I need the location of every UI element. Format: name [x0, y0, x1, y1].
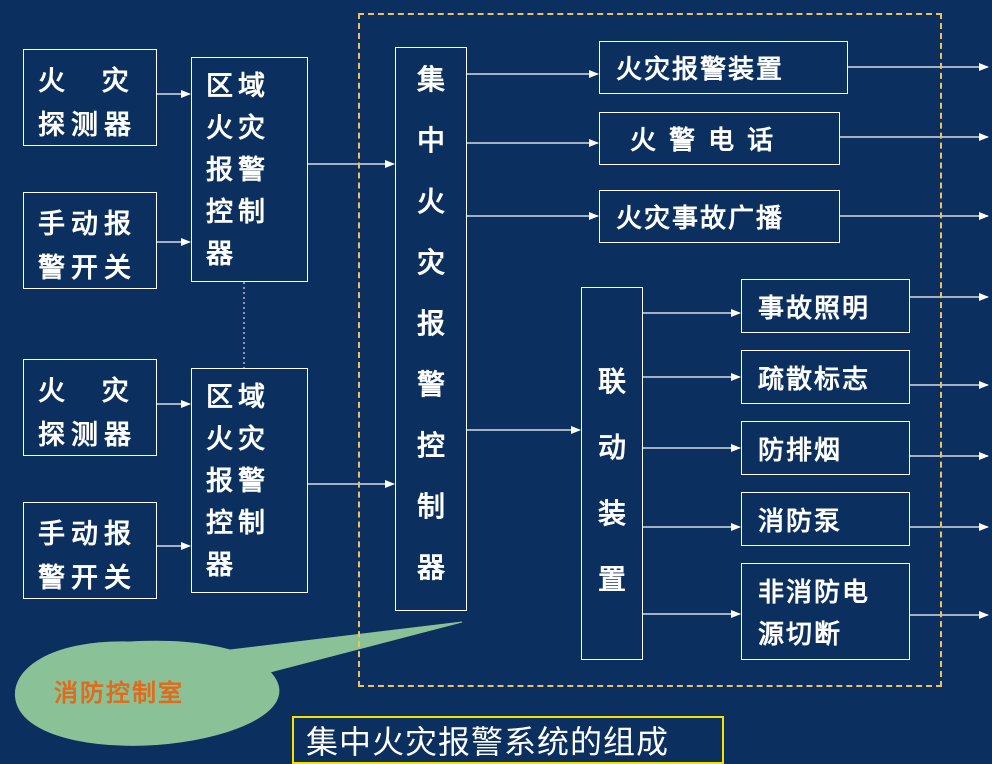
- input-line2: 警开关: [38, 563, 137, 594]
- region-line: 火灾: [206, 113, 270, 144]
- linkage-output-label: 非消防电: [758, 578, 871, 608]
- linkage-output-smoke-control: 防排烟: [741, 421, 910, 475]
- input-line1: 手动报: [38, 519, 137, 550]
- input-box-manual-switch-1: 手动报 警开关: [23, 192, 157, 289]
- region-line: 报警: [206, 466, 270, 497]
- region-line: 器: [206, 239, 238, 270]
- output-fire-phone: 火 警 电 话: [599, 112, 840, 165]
- output-fire-alarm-device: 火灾报警装置: [599, 41, 848, 94]
- linkage-output-label: 源切断: [758, 620, 843, 650]
- input-box-fire-detector-2: 火 灾 探测器: [23, 359, 157, 456]
- linkage-char: 装: [597, 497, 626, 530]
- callout-bubble: [14, 621, 463, 746]
- region-line: 器: [206, 550, 238, 581]
- output-label: 火 警 电 话: [630, 126, 776, 156]
- linkage-output-label: 防排烟: [758, 435, 843, 466]
- region-controller-1: 区域 火灾 报警 控制 器: [191, 57, 308, 282]
- region-line: 控制: [206, 197, 270, 228]
- diagram-title: 集中火灾报警系统的组成: [292, 716, 724, 764]
- region-line: 火灾: [206, 424, 270, 455]
- input-line2: 警开关: [38, 253, 137, 284]
- central-char: 器: [416, 551, 445, 584]
- linkage-output-emergency-lighting: 事故照明: [741, 279, 910, 333]
- central-char: 报: [416, 307, 445, 340]
- central-char: 制: [416, 490, 445, 523]
- input-line1: 火 灾: [38, 66, 135, 97]
- linkage-char: 置: [597, 563, 626, 596]
- linkage-output-evacuation-signs: 疏散标志: [741, 350, 910, 404]
- central-char: 警: [416, 368, 445, 401]
- input-box-fire-detector-1: 火 灾 探测器: [23, 49, 157, 146]
- central-fire-alarm-controller: 集 中 火 灾 报 警 控 制 器: [395, 47, 467, 611]
- region-line: 区域: [206, 71, 270, 102]
- linkage-output-fire-pump: 消防泵: [741, 492, 910, 546]
- linkage-output-label: 事故照明: [758, 293, 871, 324]
- control-room-boundary: [358, 13, 942, 687]
- output-emergency-broadcast: 火灾事故广播: [599, 190, 840, 243]
- linkage-output-label: 疏散标志: [758, 364, 871, 395]
- region-line: 控制: [206, 508, 270, 539]
- linkage-device: 联 动 装 置: [581, 287, 643, 660]
- region-line: 报警: [206, 155, 270, 186]
- linkage-output-power-cutoff: 非消防电 源切断: [741, 563, 910, 660]
- diagram-title-text: 集中火灾报警系统的组成: [306, 723, 670, 761]
- linkage-output-label: 消防泵: [758, 506, 843, 537]
- linkage-char: 联: [597, 365, 626, 398]
- region-line: 区域: [206, 382, 270, 413]
- input-line2: 探测器: [38, 110, 137, 141]
- region-controller-2: 区域 火灾 报警 控制 器: [191, 368, 308, 593]
- central-char: 控: [416, 429, 445, 462]
- output-label: 火灾报警装置: [616, 55, 785, 85]
- input-line2: 探测器: [38, 420, 137, 451]
- central-char: 中: [416, 124, 445, 157]
- central-char: 灾: [416, 246, 445, 279]
- input-line1: 火 灾: [38, 376, 135, 407]
- input-box-manual-switch-2: 手动报 警开关: [23, 502, 157, 599]
- output-label: 火灾事故广播: [616, 204, 785, 234]
- central-char: 集: [416, 63, 445, 96]
- central-char: 火: [416, 185, 445, 218]
- linkage-char: 动: [597, 431, 626, 464]
- input-line1: 手动报: [38, 209, 137, 240]
- callout-label: 消防控制室: [54, 678, 184, 707]
